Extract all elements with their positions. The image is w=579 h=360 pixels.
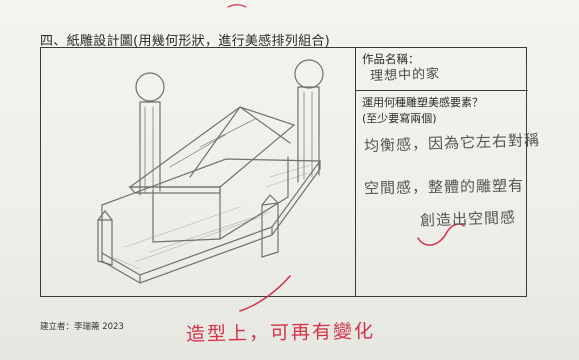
work-name-label: 作品名稱： — [362, 52, 420, 66]
pencil-sketch-house — [97, 59, 324, 284]
question-subtext: (至少要寫兩個) — [362, 112, 437, 125]
answer-line-3: 創造出空間感 — [419, 208, 517, 230]
teacher-comment: 造型上，可再有變化 — [185, 320, 376, 346]
answer-line-2: 空間感，整體的雕塑有 — [363, 176, 525, 198]
question-label: 運用何種雕塑美感要素？ — [362, 96, 483, 109]
section-title: 四、紙雕設計圖(用幾何形狀，進行美感排列組合) — [40, 34, 331, 49]
work-name-value: 理想中的家 — [369, 66, 441, 85]
frame-divider-horizontal — [355, 90, 528, 91]
design-frame — [40, 47, 528, 297]
frame-divider-vertical — [355, 48, 356, 296]
creator-credit: 建立者：李瑞薷 2023 — [40, 322, 124, 332]
